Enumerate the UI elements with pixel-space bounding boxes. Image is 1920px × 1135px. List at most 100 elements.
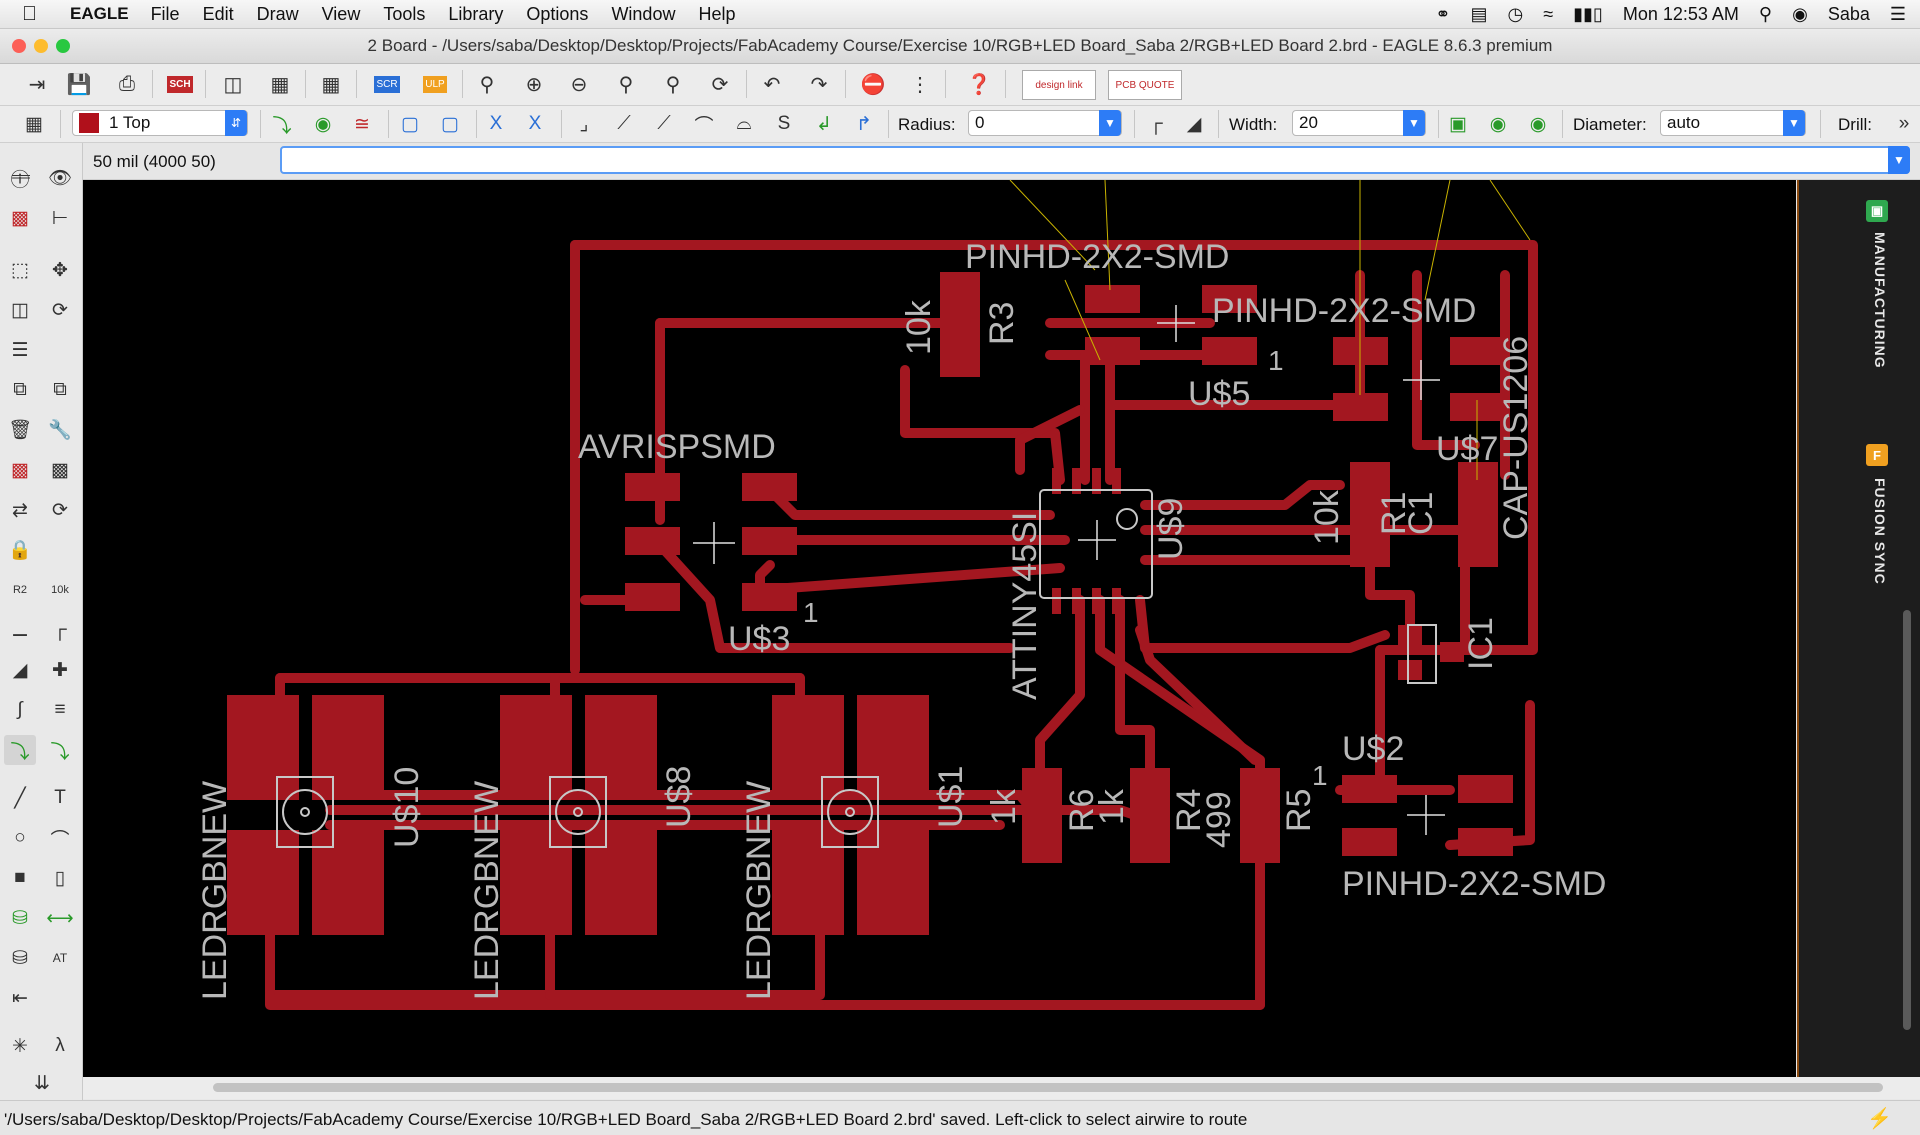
switch-to-schematic-icon[interactable]: SCH (165, 70, 195, 98)
ratsnest-icon[interactable]: ⛁ (12, 907, 28, 929)
minimize-window-button[interactable] (34, 39, 48, 53)
via-square-icon[interactable]: ▣ (1449, 113, 1467, 135)
vertical-scrollbar[interactable] (1903, 610, 1911, 1030)
name-icon[interactable]: R2 (12, 584, 28, 596)
layer-stack-icon[interactable]: ⛁ (12, 947, 28, 969)
horizontal-scroll-thumb[interactable] (213, 1083, 1883, 1092)
menu-help[interactable]: Help (698, 3, 736, 24)
mark-icon[interactable]: ⊢ (51, 207, 69, 229)
script-icon[interactable]: ▤ (1470, 3, 1488, 24)
go-icon[interactable]: ⋮ (910, 73, 930, 96)
show-icon[interactable]: 👁 (47, 168, 73, 189)
zoom-select-icon[interactable]: ⚲ (618, 73, 634, 96)
fusion-sync-tab[interactable]: FUSION SYNC (1872, 478, 1888, 585)
app-menu-name[interactable]: EAGLE (70, 4, 129, 23)
snap-icon[interactable]: ▢ (401, 113, 419, 135)
follow-me-icon[interactable]: ↲ (816, 113, 832, 135)
design-link-button[interactable]: design link (1022, 70, 1096, 100)
zoom-fit-icon[interactable]: ⚲ (479, 73, 495, 96)
lock-rotate-icon[interactable]: ⟳ (52, 499, 68, 521)
via-round-icon[interactable]: ◉ (1489, 113, 1507, 135)
zoom-out-icon[interactable]: ⊖ (570, 73, 588, 96)
menu-window[interactable]: Window (611, 3, 676, 24)
rectangle-icon[interactable]: ■ (14, 867, 26, 888)
print-icon[interactable]: ⎙ (119, 72, 135, 95)
zoom-to-area-icon[interactable]: ⚲ (665, 73, 681, 96)
arc-icon[interactable]: ⌒ (50, 829, 70, 851)
siri-icon[interactable]: ◉ (1792, 3, 1808, 24)
stop-icon[interactable]: ⛔ (860, 73, 886, 96)
manufacturing-icon[interactable]: ▣ (1866, 200, 1888, 222)
straight-icon[interactable]: ⟋ (657, 113, 671, 134)
fusion-sync-icon[interactable]: F (1866, 444, 1888, 466)
redraw-icon[interactable]: ⟳ (711, 73, 729, 96)
attribute-icon[interactable]: AT (52, 951, 68, 965)
line-icon[interactable]: ╱ (14, 787, 26, 809)
wrench-icon[interactable]: 🔧 (48, 420, 72, 441)
signal-icon[interactable]: λ (55, 1035, 65, 1056)
close-window-button[interactable] (12, 39, 26, 53)
display-layers-icon[interactable]: ▩ (11, 207, 29, 229)
creative-cloud-icon[interactable]: ⚭ (1435, 3, 1451, 24)
bend-90-icon[interactable]: ⌟ (579, 113, 589, 135)
menu-edit[interactable]: Edit (202, 3, 234, 24)
manufacturing-tab[interactable]: MANUFACTURING (1872, 232, 1888, 369)
dimension-icon[interactable]: ⇤ (12, 987, 28, 1009)
bend-style-0-icon[interactable]: Χ (489, 113, 503, 134)
pcb-quote-button[interactable]: PCB QUOTE (1108, 70, 1182, 100)
menubar-user[interactable]: Saba (1827, 3, 1870, 24)
freehand-icon[interactable]: S (777, 113, 791, 134)
overflow-chevron-icon[interactable]: » (1898, 113, 1910, 134)
cam-processor-icon[interactable]: ◫ (223, 73, 243, 96)
delete-icon[interactable]: 🗑 (7, 420, 33, 441)
info-icon[interactable]: ⓘ (10, 169, 30, 191)
paste-icon[interactable]: ⧉ (53, 379, 67, 400)
library-icon[interactable]: ▦ (321, 73, 341, 96)
route-icon[interactable]: ⤵ (4, 735, 36, 765)
move-icon[interactable]: ✥ (52, 259, 68, 281)
script-button[interactable]: SCR (372, 70, 402, 98)
follow-me-2-icon[interactable]: ↱ (856, 113, 872, 135)
chamfer-corner-icon[interactable]: ◢ (1186, 113, 1202, 135)
wire-bend-icon[interactable]: ⤵ (272, 115, 292, 137)
layer-select[interactable]: 1 Top ⇵ (72, 110, 248, 136)
save-icon[interactable]: 💾 (66, 73, 92, 96)
battery-icon[interactable]: ▮▮▯ (1573, 3, 1603, 24)
bend-45-icon[interactable]: ⟋ (617, 113, 631, 134)
autorouter-icon[interactable]: ⟷ (46, 907, 74, 929)
zoom-in-icon[interactable]: ⊕ (525, 73, 543, 96)
menu-draw[interactable]: Draw (256, 3, 299, 24)
miter-icon[interactable]: ┌ (53, 619, 67, 640)
menubar-clock[interactable]: Mon 12:53 AM (1622, 3, 1739, 24)
bend-style-1-icon[interactable]: Χ (528, 113, 542, 134)
circle-icon[interactable]: ○ (14, 827, 26, 848)
replace-part-icon[interactable]: ▩ (51, 459, 69, 481)
zoom-window-button[interactable] (56, 39, 70, 53)
diameter-input[interactable]: auto ▼ (1660, 110, 1806, 136)
menu-file[interactable]: File (150, 3, 180, 24)
radius-input[interactable]: 0 ▼ (968, 110, 1122, 136)
manufacturing-preview-icon[interactable]: ▦ (270, 73, 290, 96)
run-ulp-button[interactable]: ULP (420, 70, 450, 98)
optimize-icon[interactable]: ✚ (52, 659, 68, 681)
hole-icon[interactable]: ✳ (12, 1035, 28, 1057)
notification-center-icon[interactable]: ☰ (1889, 3, 1906, 24)
palette-expand-icon[interactable]: ⇊ (34, 1072, 50, 1094)
board-canvas[interactable]: PINHD-2X2-SMD PINHD-2X2-SMD PINHD-2X2-SM… (83, 180, 1796, 1077)
apple-icon[interactable]:  (22, 3, 52, 26)
split-icon[interactable]: ◢ (12, 659, 28, 681)
menu-library[interactable]: Library (448, 3, 504, 24)
rotate-icon[interactable]: ⟳ (52, 299, 68, 321)
loop-remove-icon[interactable]: ▢ (441, 113, 459, 135)
arc-bend-icon[interactable]: ⌒ (694, 115, 714, 137)
group-select-icon[interactable]: ⬚ (11, 259, 29, 281)
swap-icon[interactable]: ⇄ (12, 499, 28, 521)
redo-icon[interactable]: ↷ (810, 73, 828, 96)
smash-icon[interactable]: ⚊ (11, 619, 29, 641)
lightning-icon[interactable]: ⚡ (1867, 1108, 1892, 1130)
horizontal-scrollbar[interactable] (83, 1077, 1920, 1099)
mirror-icon[interactable]: ◫ (11, 299, 29, 321)
undo-icon[interactable]: ↶ (763, 73, 781, 96)
menu-tools[interactable]: Tools (383, 3, 426, 24)
via-octagon-icon[interactable]: ◉ (1529, 113, 1547, 135)
